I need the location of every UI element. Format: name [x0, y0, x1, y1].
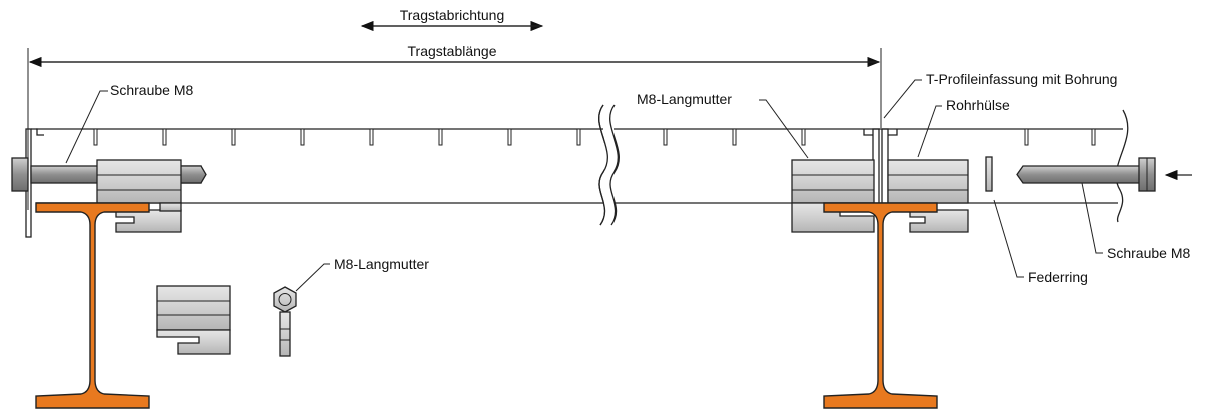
- spring-washer-leader: [993, 199, 1024, 278]
- t-profile-leader: [883, 79, 922, 119]
- long-nut-detail-label: M8-Langmutter: [334, 256, 429, 272]
- break-lines: [598, 100, 620, 230]
- right-long-nut: [791, 159, 875, 233]
- span-length-label: Tragstablänge: [408, 43, 497, 59]
- tube-sleeve: [887, 159, 969, 233]
- long-nut-end-view: [273, 286, 297, 357]
- long-nut-detail: [156, 285, 231, 355]
- spring-washer-label: Federring: [1028, 269, 1088, 285]
- screw-left-leader: [65, 90, 108, 164]
- screw-right-label: Schraube M8: [1107, 245, 1190, 261]
- screw-right-leader: [1081, 182, 1103, 254]
- load-direction-label: Tragstabrichtung: [400, 7, 505, 23]
- long-nut-detail-leader: [295, 263, 330, 292]
- long-nut-top-label: M8-Langmutter: [637, 91, 732, 107]
- grating-left: [36, 128, 603, 204]
- left-long-nut: [96, 159, 182, 233]
- right-steel-beam: [823, 202, 938, 409]
- left-steel-beam: [35, 202, 150, 409]
- right-screw-m8: [1016, 157, 1156, 192]
- spring-washer: [985, 156, 993, 192]
- tube-sleeve-label: Rohrhülse: [946, 97, 1010, 113]
- tube-sleeve-leader: [917, 105, 942, 158]
- t-profile-label: T-Profileinfassung mit Bohrung: [926, 71, 1117, 87]
- long-nut-top-leader: [759, 99, 809, 159]
- screw-left-label: Schraube M8: [110, 82, 193, 98]
